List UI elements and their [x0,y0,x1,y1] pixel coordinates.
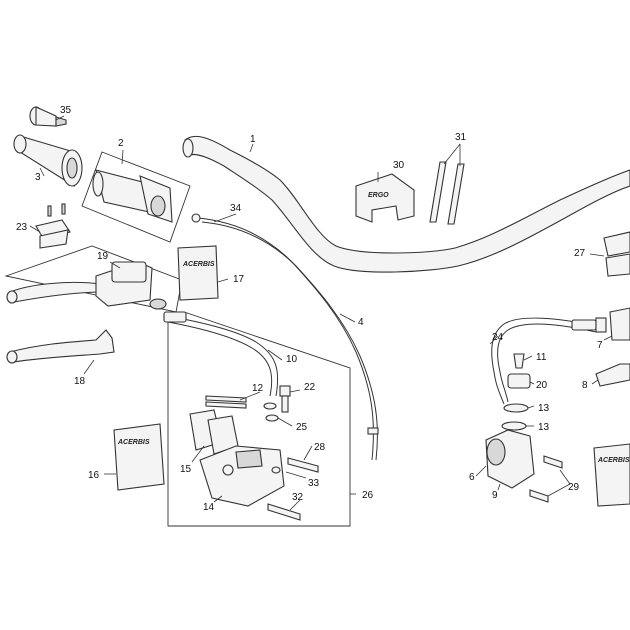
callout-3: 3 [35,172,41,183]
callout-1: 1 [250,134,256,145]
master-cylinder[interactable] [95,261,167,310]
callout-11: 11 [536,352,547,363]
right-lever-housing[interactable] [609,307,630,341]
brake-caliper[interactable] [199,445,285,507]
actuator-seals[interactable] [501,403,529,431]
callout-4: 4 [358,317,364,328]
grip-clamp[interactable] [35,203,71,249]
banjo-bolt[interactable] [279,385,291,413]
callout-29: 29 [568,482,580,493]
bleed-screw[interactable] [271,466,281,474]
callout-33: 33 [308,478,320,489]
callout-27: 27 [574,248,586,259]
bag-logo: ACERBIS [182,261,215,268]
grip[interactable] [13,134,83,187]
actuator-piston[interactable] [507,373,531,389]
clutch-lever[interactable] [6,281,105,304]
callout-23: 23 [16,222,28,233]
caliper-bolt-upper[interactable] [287,457,319,473]
brake-pads[interactable] [189,409,239,455]
brake-hose[interactable] [163,311,279,397]
leader-lines [29,115,613,511]
caliper-bolt-lower[interactable] [267,503,301,521]
clamp-logo: ERGO [368,192,389,199]
throttle-housing-box [81,151,191,243]
callout-7: 7 [597,340,603,351]
clutch-cable[interactable] [491,317,607,405]
callout-17: 17 [233,274,245,285]
callout-14: 14 [203,502,215,513]
bag-logo: ACERBIS [597,457,630,464]
spare-parts-bag[interactable]: ACERBIS [113,423,165,491]
callout-20: 20 [536,380,548,391]
callout-18: 18 [74,376,86,387]
callout-15: 15 [180,464,192,475]
cable-bracket[interactable] [595,363,630,387]
callout-9: 9 [492,490,498,501]
callout-26: 26 [362,490,374,501]
brake-pad-bag[interactable]: ACERBIS [177,245,219,301]
callout-13-upper: 13 [538,403,550,414]
handlebar[interactable] [182,135,630,273]
callout-25: 25 [296,422,308,433]
callout-30: 30 [393,160,405,171]
callout-34: 34 [230,203,242,214]
callout-6: 6 [469,472,475,483]
callout-8: 8 [582,380,588,391]
slave-cylinder-screws[interactable] [529,455,563,503]
bar-end-plug[interactable] [29,106,67,127]
callout-28: 28 [314,442,326,453]
handlebar-clamp[interactable]: ERGO [355,173,415,223]
callout-13-lower: 13 [538,422,550,433]
callout-16: 16 [88,470,100,481]
callout-32: 32 [292,492,304,503]
clutch-slave-cylinder[interactable] [485,429,535,489]
brake-lever[interactable] [6,329,115,364]
cable-ties[interactable] [429,161,465,225]
right-spare-bag[interactable]: ACERBIS [593,443,630,507]
right-grip-clamp[interactable] [603,231,630,277]
throttle-cable[interactable] [191,213,379,461]
banjo-washers[interactable] [263,402,279,422]
callout-24: 24 [492,332,504,343]
callout-19: 19 [97,251,109,262]
callout-12: 12 [252,383,264,394]
callout-10: 10 [286,354,298,365]
callout-2: 2 [118,138,124,149]
throttle-housing[interactable] [92,169,173,223]
callout-35: 35 [60,105,72,116]
callout-labels: 35 2 3 23 1 30 31 34 17 19 18 4 10 12 22… [16,105,603,513]
bag-logo: ACERBIS [117,439,150,446]
callout-31: 31 [455,132,467,143]
pad-pins[interactable] [205,395,247,409]
callout-22: 22 [304,382,316,393]
actuator-screw[interactable] [513,353,525,369]
